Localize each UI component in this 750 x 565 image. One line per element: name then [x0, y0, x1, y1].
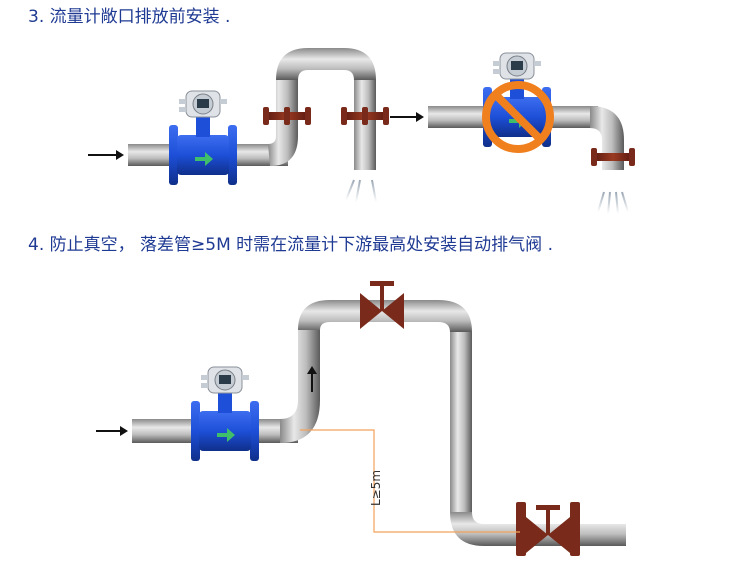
arrow-right-icon	[390, 112, 424, 122]
step-4-heading: 4. 防止真空， 落差管≥5M 时需在流量计下游最高处安装自动排气阀 .	[28, 230, 553, 255]
step-4-title: 防止真空， 落差管≥5M 时需在流量计下游最高处安装自动排气阀 .	[49, 235, 553, 255]
arrow-right-icon	[96, 426, 128, 436]
pipe-flange	[591, 148, 635, 166]
step-3-number: 3.	[28, 7, 45, 27]
discharge-spray	[597, 191, 629, 215]
step-3-title: 流量计敞口排放前安装 .	[49, 7, 231, 27]
pipe-top-bend	[276, 48, 376, 80]
dimension-label: L≥5m	[369, 470, 383, 506]
pipe-drop-leg	[450, 332, 472, 512]
pipe-outlet-leg	[354, 80, 376, 170]
flow-meter	[190, 366, 260, 462]
pipe-flange	[263, 107, 311, 125]
step-3-wrong-installation	[390, 52, 635, 215]
step-3-heading: 3. 流量计敞口排放前安装 .	[28, 2, 230, 27]
flow-meter	[168, 90, 238, 186]
arrow-right-icon	[88, 150, 124, 160]
pipe-elbow	[268, 80, 298, 166]
gate-valve-icon	[516, 502, 580, 556]
pipe-flange	[341, 107, 389, 125]
step-4-installation: L≥5m	[96, 281, 626, 556]
step-4-number: 4.	[28, 235, 45, 255]
discharge-spray	[345, 179, 377, 203]
pipe-elbow	[280, 330, 320, 443]
arrow-up-icon	[307, 366, 317, 392]
pipe-top-run	[298, 300, 472, 332]
step-3-correct-installation	[88, 48, 389, 203]
prohibited-icon	[482, 81, 554, 153]
drop-height-dimension: L≥5m	[300, 429, 520, 533]
